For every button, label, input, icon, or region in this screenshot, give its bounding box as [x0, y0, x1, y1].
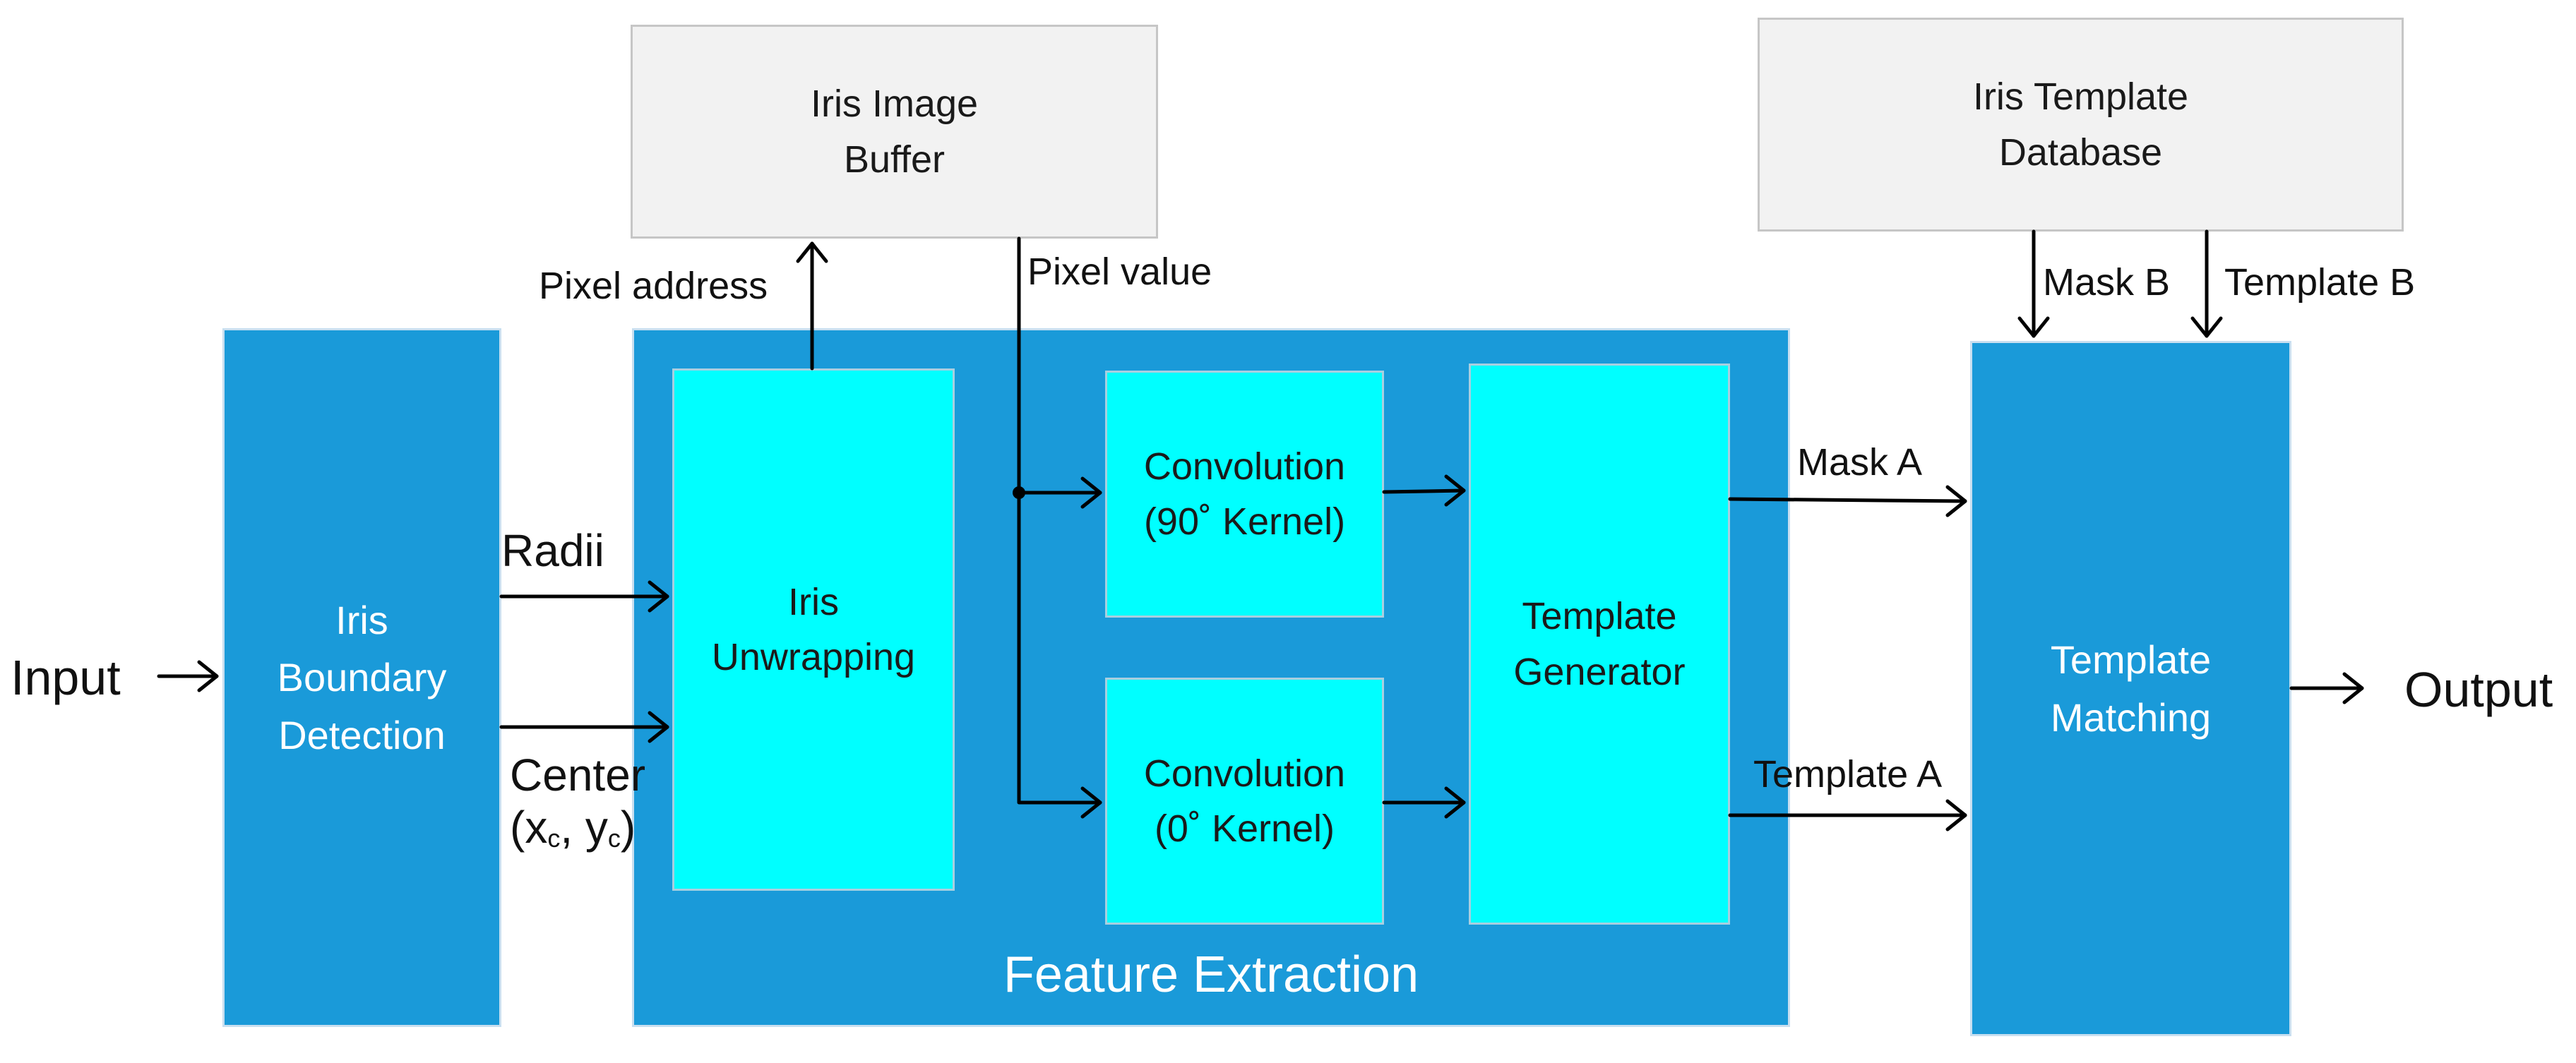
- pixel-address-arrowhead: [796, 241, 828, 263]
- convolution-90-line2: (90˚ Kernel): [1143, 500, 1346, 543]
- iris-template-database-line1: Iris Template: [1972, 76, 2189, 119]
- pixel-value-line: [1017, 236, 1102, 805]
- template-generator-line2: Generator: [1513, 650, 1686, 693]
- output-arrowhead: [2342, 672, 2364, 704]
- input-arrowhead: [197, 660, 219, 692]
- input-label: Input: [11, 650, 121, 705]
- conv0-arrowhead: [1444, 786, 1466, 819]
- conv90-to-generator: [1382, 488, 1466, 494]
- iris-unwrapping: Iris Unwrapping: [672, 368, 955, 891]
- center-arrowhead: [648, 711, 669, 743]
- iris-boundary-detection-line2: Boundary: [277, 655, 447, 700]
- iris-boundary-detection: Iris Boundary Detection: [222, 328, 501, 1027]
- template-generator-line1: Template: [1522, 595, 1677, 638]
- iris-template-database: Iris Template Database: [1758, 18, 2404, 232]
- template-matching-line2: Matching: [2050, 695, 2212, 740]
- convolution-0-line1: Convolution: [1143, 752, 1346, 795]
- pixel-value-arrowhead-0: [1080, 786, 1102, 819]
- convolution-0-line2: (0˚ Kernel): [1154, 807, 1335, 850]
- template-a-arrowhead: [1945, 799, 1967, 831]
- pixel-value-junction: [1013, 486, 1025, 499]
- feature-extraction-label: Feature Extraction: [1003, 947, 1419, 1003]
- pixel-value-arrowhead-90: [1080, 476, 1102, 509]
- mask-b-arrowhead: [2017, 316, 2050, 338]
- center-label-text: Center: [510, 750, 646, 800]
- center-label: Center (xc, yc): [510, 750, 645, 853]
- mask-a-arrow: [1728, 497, 1967, 503]
- template-a-label: Template A: [1753, 753, 1943, 795]
- pixel-address-label: Pixel address: [539, 265, 768, 307]
- mask-a-label: Mask A: [1797, 441, 1923, 484]
- template-generator: Template Generator: [1469, 364, 1730, 925]
- output-label: Output: [2404, 662, 2553, 717]
- iris-unwrapping-line1: Iris: [788, 580, 839, 623]
- iris-unwrapping-line2: Unwrapping: [711, 636, 916, 678]
- iris-template-database-line2: Database: [1998, 131, 2163, 174]
- mask-b-label: Mask B: [2043, 261, 2171, 304]
- convolution-90-line1: Convolution: [1143, 445, 1346, 488]
- radii-arrowhead: [648, 580, 669, 613]
- radii-label: Radii: [501, 525, 604, 576]
- conv90-arrowhead: [1444, 474, 1466, 507]
- iris-image-buffer: Iris Image Buffer: [631, 25, 1158, 239]
- iris-boundary-detection-line3: Detection: [278, 712, 446, 757]
- template-b-arrowhead: [2190, 316, 2223, 338]
- iris-image-buffer-line2: Buffer: [843, 138, 946, 181]
- center-coords: (xc, yc): [510, 801, 636, 853]
- convolution-0-kernel: Convolution (0˚ Kernel): [1105, 678, 1384, 925]
- convolution-90-kernel: Convolution (90˚ Kernel): [1105, 371, 1384, 618]
- mask-a-arrowhead: [1945, 485, 1967, 517]
- template-matching-line1: Template: [2050, 637, 2212, 683]
- iris-boundary-detection-line1: Iris: [335, 598, 388, 643]
- iris-image-buffer-line1: Iris Image: [810, 83, 979, 126]
- template-b-label: Template B: [2224, 261, 2416, 304]
- pixel-value-label: Pixel value: [1027, 251, 1212, 293]
